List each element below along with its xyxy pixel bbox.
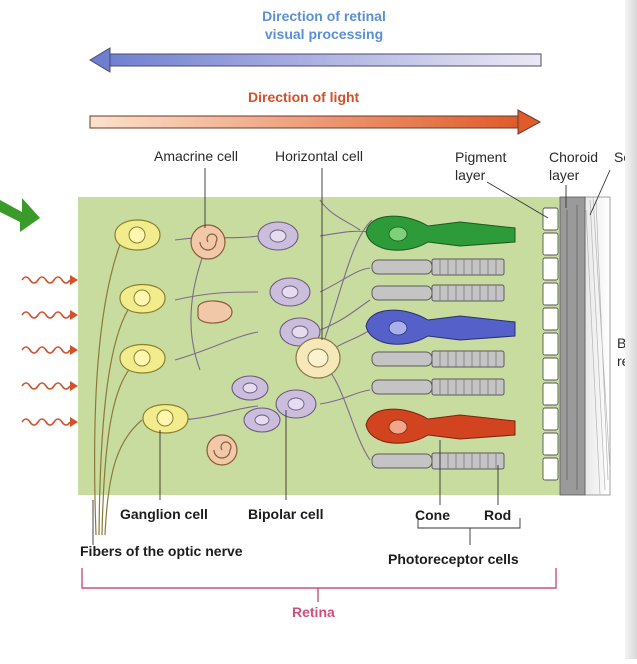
amacrine-cell-label: Amacrine cell (154, 148, 239, 164)
wavy-light-ray-icon (21, 276, 71, 426)
processing-direction-label: Direction of retinal visual processing (236, 7, 412, 43)
light-direction-arrow (89, 109, 542, 135)
cone-green (365, 215, 516, 251)
retina-label: Retina (292, 604, 335, 620)
pigment-label-line2: layer (455, 167, 486, 183)
cone-blue (365, 309, 516, 345)
pigment-label-line1: Pigment (455, 149, 507, 165)
bipolar-cell-label: Bipolar cell (248, 506, 324, 522)
ganglion-cell-label: Ganglion cell (120, 506, 208, 522)
choroid-layer-label: Choroid layer (549, 148, 598, 184)
retina-tissue (78, 197, 610, 495)
bipolar-nuclei (242, 229, 309, 426)
photoreceptor-cells-label: Photoreceptor cells (388, 551, 519, 567)
green-arrow-icon (0, 198, 40, 232)
processing-direction-arrow (89, 47, 542, 73)
choroid-label-line2: layer (549, 167, 580, 183)
leader-lines (92, 168, 611, 545)
retina-bracket (81, 568, 557, 602)
amacrine-nuclei (199, 233, 232, 459)
light-direction-label: Direction of light (248, 89, 360, 105)
ganglion-nuclei (128, 226, 174, 427)
processing-label-line2: visual processing (264, 26, 384, 42)
choroid-label-line1: Choroid (549, 149, 599, 165)
page-edge-shadow (625, 0, 637, 659)
light-ray-heads (70, 275, 78, 427)
cell-processes (174, 199, 373, 461)
cone-label: Cone (415, 507, 450, 523)
processing-label-line1: Direction of retinal (262, 8, 386, 24)
horizontal-cell-label: Horizontal cell (275, 148, 363, 164)
outer-layers (542, 196, 611, 496)
rod-cells (371, 258, 505, 470)
horizontal-cell (295, 337, 341, 379)
pigment-layer-label: Pigment layer (455, 148, 506, 184)
cone-red (365, 408, 516, 444)
optic-nerve-fibers-label: Fibers of the optic nerve (80, 543, 243, 559)
rod-label: Rod (484, 507, 512, 523)
